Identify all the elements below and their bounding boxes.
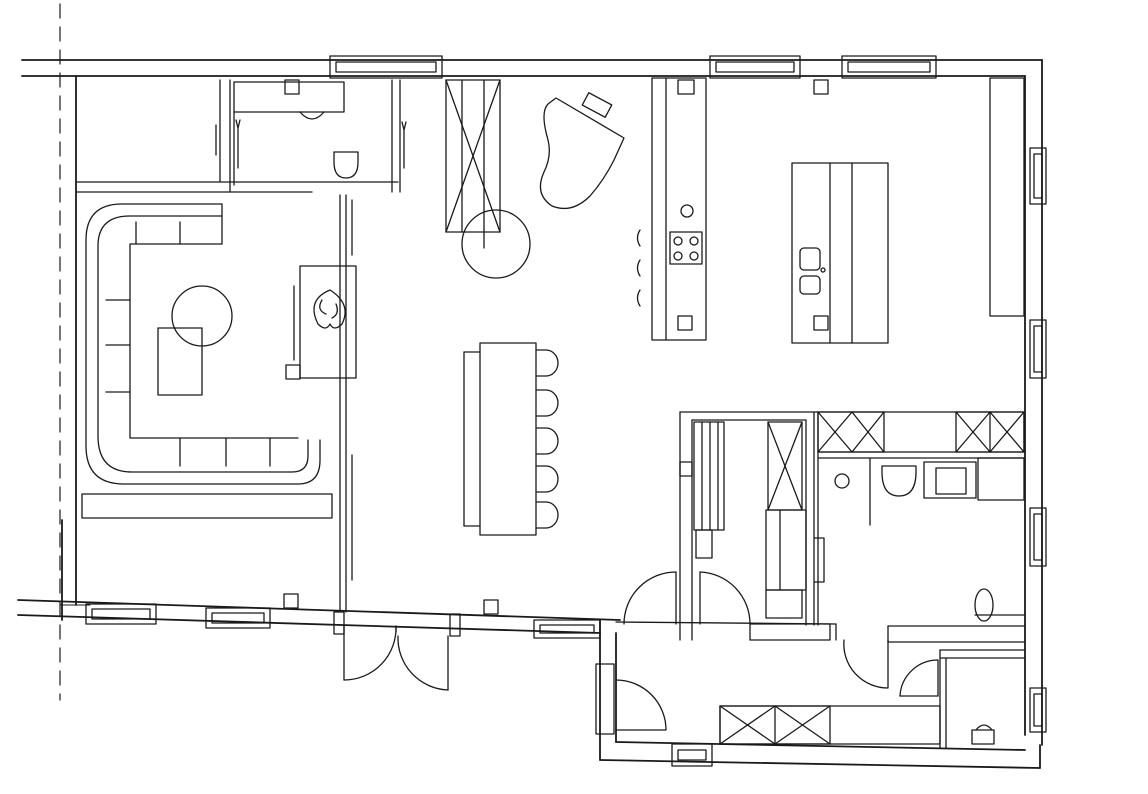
- utility-block: [679, 411, 825, 641]
- wardrobe: [817, 411, 1025, 453]
- entrance-hall: [615, 621, 1025, 749]
- storage-room: [75, 79, 399, 193]
- shower: [974, 588, 994, 622]
- windows: [85, 55, 1047, 767]
- washbasin: [923, 461, 977, 499]
- entrance-wardrobe: [719, 705, 941, 745]
- dining-table: [463, 342, 537, 536]
- fireplace: [293, 265, 357, 379]
- exterior-walls: [17, 59, 1043, 769]
- grand-piano: [539, 92, 625, 210]
- tall-cabinets: [989, 77, 1025, 317]
- cooktop: [669, 231, 703, 265]
- kitchen-island: [791, 162, 889, 344]
- sink: [799, 247, 826, 295]
- dining-chairs: [535, 349, 559, 529]
- wall-columns: [283, 79, 829, 637]
- toilet: [333, 151, 359, 179]
- door-swings: [615, 571, 939, 731]
- washbasin: [299, 111, 325, 120]
- toilet: [881, 465, 917, 497]
- sectional-sofa: [85, 203, 321, 485]
- kitchen-counter: [636, 77, 707, 341]
- rug: [157, 327, 203, 396]
- wc-room: [233, 79, 407, 193]
- toilet: [971, 729, 995, 745]
- entrance-doors: [343, 625, 449, 691]
- partition-wall: [339, 194, 353, 613]
- spiral-staircase: [445, 79, 531, 279]
- bench: [81, 493, 333, 519]
- bathroom: [817, 451, 1025, 626]
